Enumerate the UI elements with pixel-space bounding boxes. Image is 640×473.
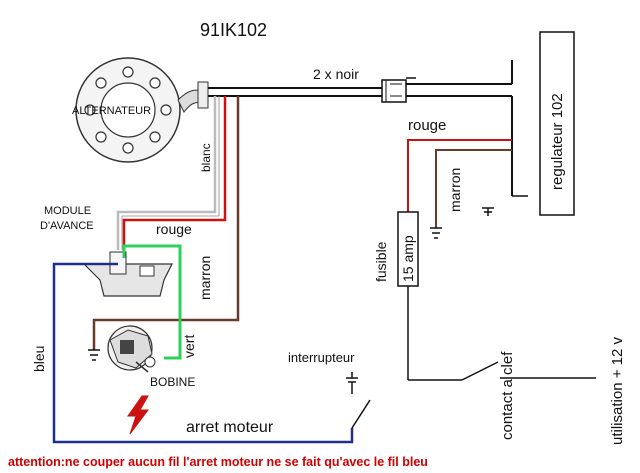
arret-moteur-label: arret moteur (186, 419, 274, 436)
alternator-label: ALTERNATEUR (72, 105, 151, 117)
blanc-label: blanc (199, 143, 213, 172)
diagram-title: 91IK102 (200, 20, 267, 40)
marron-reg-label: marron (447, 168, 463, 212)
regulator-ground (482, 195, 528, 216)
red-wire-regulator (407, 139, 512, 212)
rouge-top-label: rouge (408, 117, 446, 134)
module-label-1: MODULE (44, 205, 91, 217)
regulator-label: regulateur 102 (549, 93, 566, 190)
fuse-rating: 15 amp (400, 235, 416, 282)
vert-label: vert (181, 335, 197, 358)
bobine-ground (88, 349, 100, 361)
alternator (75, 57, 209, 163)
two-black-label: 2 x noir (313, 66, 359, 82)
brown-ground (430, 227, 442, 239)
rouge-mid-label: rouge (156, 221, 192, 237)
module-label-2: D'AVANCE (40, 220, 94, 232)
regulator-box (539, 31, 575, 216)
bleu-label: bleu (31, 346, 47, 372)
marron-mid-label: marron (197, 256, 213, 300)
fusible-label: fusible (373, 241, 389, 282)
warning-text: attention:ne couper aucun fil l'arret mo… (8, 455, 428, 469)
two-black-wires (208, 60, 513, 196)
contact-clef-label: contact a clef (499, 351, 516, 440)
brown-wire-regulator (435, 149, 512, 228)
interrupteur-label: interrupteur (288, 350, 355, 365)
spark-icon (127, 395, 149, 435)
contact-wiring (407, 286, 596, 381)
white-wire (116, 96, 217, 250)
bobine-label: BOBINE (150, 375, 195, 389)
kill-switch (346, 372, 371, 429)
red-wire-module (122, 96, 227, 252)
blue-wire (52, 262, 354, 444)
brown-wire-module (92, 96, 240, 350)
connector (381, 77, 416, 103)
module-davance (82, 251, 173, 297)
utilisation-label: utilisation + 12 v (609, 337, 626, 445)
green-wire (122, 244, 182, 360)
bobine (107, 325, 156, 373)
